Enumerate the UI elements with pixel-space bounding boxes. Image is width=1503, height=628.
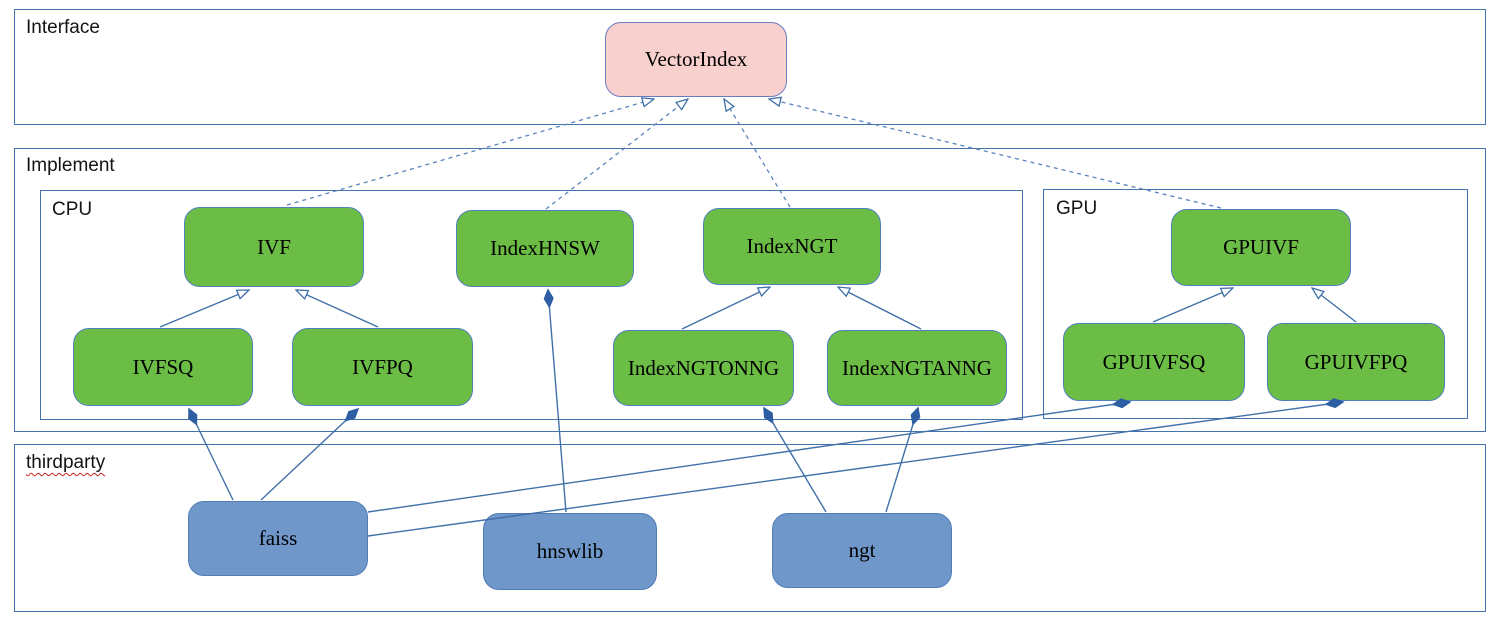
node-gpuivf: GPUIVF	[1171, 209, 1351, 286]
label-thirdparty: thirdparty	[26, 452, 106, 473]
label-implement: Implement	[26, 155, 115, 176]
label-interface: Interface	[26, 17, 100, 38]
node-indexngtanng: IndexNGTANNG	[827, 330, 1007, 406]
node-gpuivfsq: GPUIVFSQ	[1063, 323, 1245, 401]
node-indexngtonng: IndexNGTONNG	[613, 330, 794, 406]
node-gpuivfpq: GPUIVFPQ	[1267, 323, 1445, 401]
node-ivf: IVF	[184, 207, 364, 287]
node-faiss: faiss	[188, 501, 368, 576]
node-indexhnsw: IndexHNSW	[456, 210, 634, 287]
node-indexngt: IndexNGT	[703, 208, 881, 285]
label-gpu: GPU	[1056, 198, 1098, 219]
node-hnswlib: hnswlib	[483, 513, 657, 590]
label-cpu: CPU	[52, 199, 93, 220]
node-ivfsq: IVFSQ	[73, 328, 253, 406]
node-ngt: ngt	[772, 513, 952, 588]
node-ivfpq: IVFPQ	[292, 328, 473, 406]
node-vectorindex: VectorIndex	[605, 22, 787, 97]
